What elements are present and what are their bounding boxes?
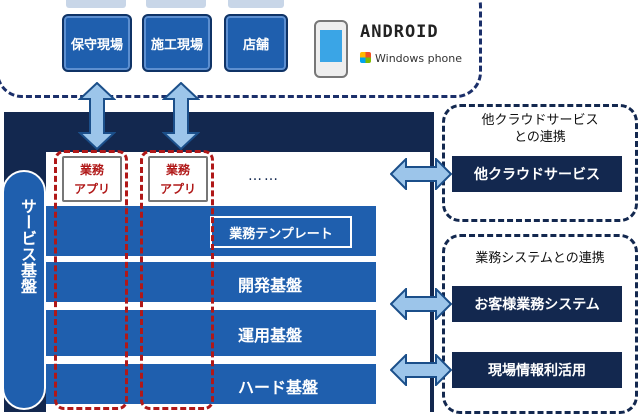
service-platform-pill [2, 170, 46, 410]
device-image-strip [66, 0, 126, 8]
business-template-label: 業務テンプレート [210, 216, 352, 248]
up-down-arrow-icon [162, 82, 200, 150]
left-right-arrow-icon [390, 288, 452, 320]
device-image-strip [228, 0, 284, 8]
field-info-utilization-box: 現場情報利活用 [452, 352, 622, 388]
title-line: との連携 [514, 130, 566, 145]
site-label: 施工現場 [150, 37, 203, 53]
site-label: 店舗 [242, 37, 269, 53]
android-logo: ANDROID [360, 22, 439, 42]
windows-phone-logo: Windows phone [360, 52, 462, 65]
business-app-2: 業務 アプリ [148, 156, 208, 202]
business-system-group-title: 業務システムとの連携 [475, 251, 605, 266]
service-platform-label: サービス基盤 [18, 198, 37, 294]
smartphone-icon [314, 20, 348, 78]
site-store-box: 店舗 [224, 14, 288, 72]
layer-label-ops: 運用基盤 [238, 326, 303, 345]
customer-business-system-box: お客様業務システム [452, 286, 622, 322]
title-line: 他クラウドサービス [481, 113, 599, 128]
business-app-1: 業務 アプリ [62, 156, 122, 202]
site-label: 保守現場 [70, 37, 123, 53]
app-label-line2: アプリ [159, 182, 196, 196]
layer-label-hw: ハード基盤 [238, 378, 319, 397]
layer-label-dev: 開発基盤 [238, 276, 303, 295]
site-construction-box: 施工現場 [142, 14, 212, 72]
left-right-arrow-icon [390, 354, 452, 386]
up-down-arrow-icon [78, 82, 116, 150]
windows-flag-icon [360, 52, 371, 63]
app-label-line1: 業務 [79, 163, 104, 177]
device-image-strip [146, 0, 206, 8]
site-maintenance-box: 保守現場 [62, 14, 132, 72]
windows-phone-label: Windows phone [375, 52, 463, 65]
other-cloud-group-title: 他クラウドサービス との連携 [452, 112, 628, 146]
other-cloud-service-box: 他クラウドサービス [452, 156, 622, 192]
left-right-arrow-icon [390, 158, 452, 190]
app-label-line2: アプリ [73, 182, 110, 196]
app-label-line1: 業務 [165, 163, 190, 177]
more-apps-ellipsis: …… [248, 168, 280, 184]
